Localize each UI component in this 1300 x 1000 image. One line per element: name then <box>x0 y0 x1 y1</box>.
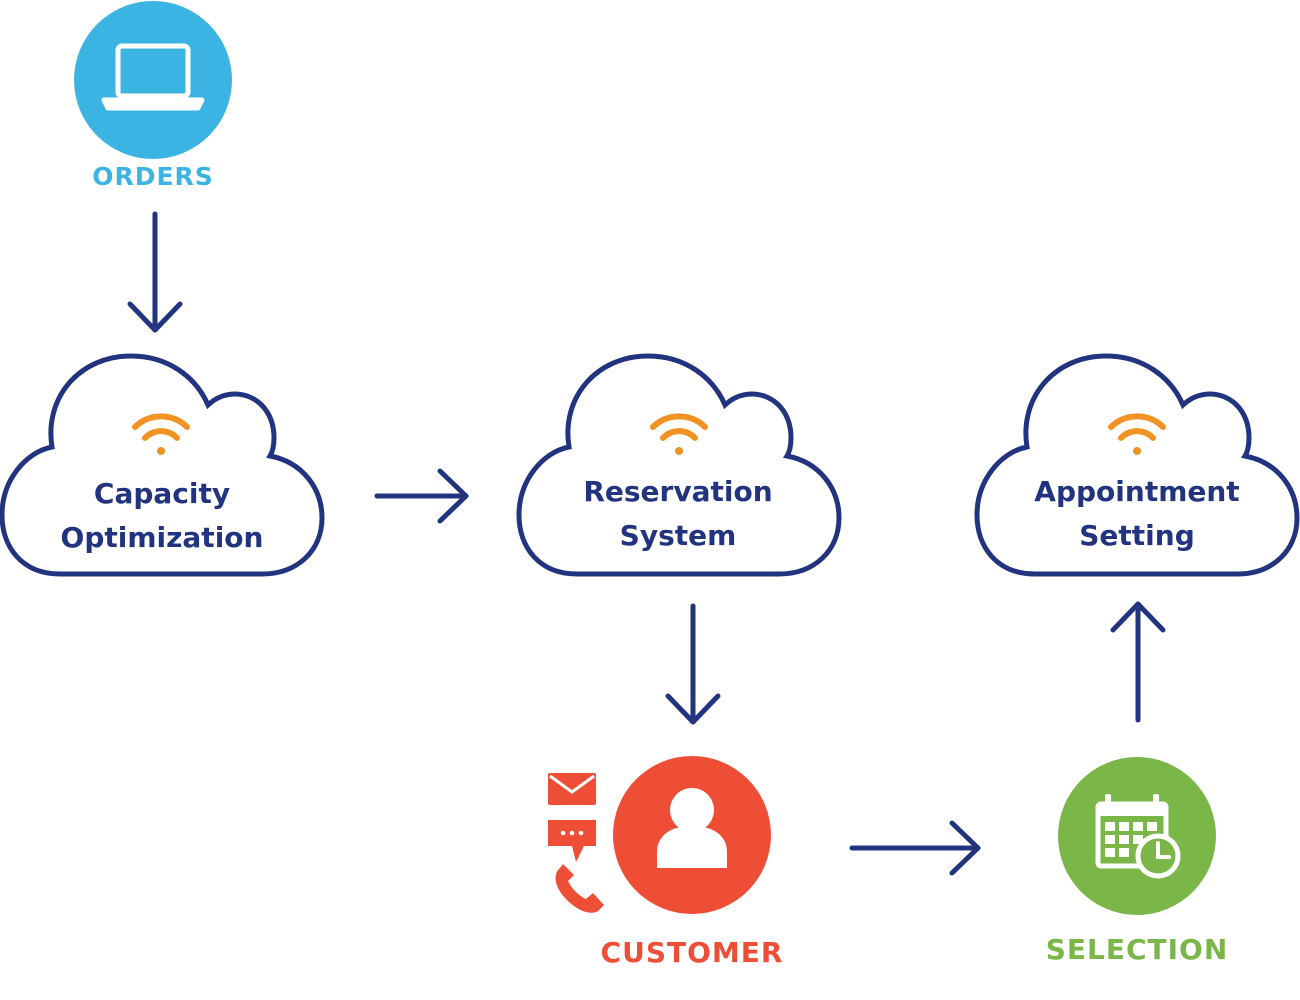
cloud-reservation-label: Reservation System <box>528 470 828 558</box>
envelope-icon <box>548 773 596 805</box>
cloud-reservation-line2: System <box>619 519 737 552</box>
wifi-icon <box>650 413 708 455</box>
orders-label: ORDERS <box>92 162 214 191</box>
cloud-capacity-line2: Optimization <box>60 521 264 554</box>
customer-node <box>548 756 771 914</box>
laptop-icon <box>101 43 205 111</box>
orders-node <box>74 1 232 159</box>
selection-node <box>1058 757 1216 915</box>
chat-bubble-icon <box>548 820 596 862</box>
cloud-appointment-line2: Setting <box>1079 519 1195 552</box>
arrow-capacity-to-reservation <box>374 468 469 524</box>
user-icon <box>657 788 727 868</box>
customer-label: CUSTOMER <box>600 936 784 969</box>
wifi-icon <box>132 413 190 455</box>
arrow-orders-to-capacity <box>127 211 183 333</box>
cloud-appointment-label: Appointment Setting <box>987 470 1287 558</box>
wifi-icon <box>1108 413 1166 455</box>
calendar-clock-icon <box>1095 794 1181 879</box>
cloud-reservation-line1: Reservation <box>583 475 773 508</box>
cloud-capacity-line1: Capacity <box>93 477 231 510</box>
selection-label: SELECTION <box>1045 933 1229 966</box>
arrow-selection-to-appointment <box>1110 601 1166 723</box>
arrow-reservation-to-customer <box>665 603 721 725</box>
cloud-capacity-label: Capacity Optimization <box>12 472 312 560</box>
arrow-customer-to-selection <box>849 820 981 876</box>
cloud-appointment-line1: Appointment <box>1034 475 1240 508</box>
phone-icon <box>555 864 604 913</box>
